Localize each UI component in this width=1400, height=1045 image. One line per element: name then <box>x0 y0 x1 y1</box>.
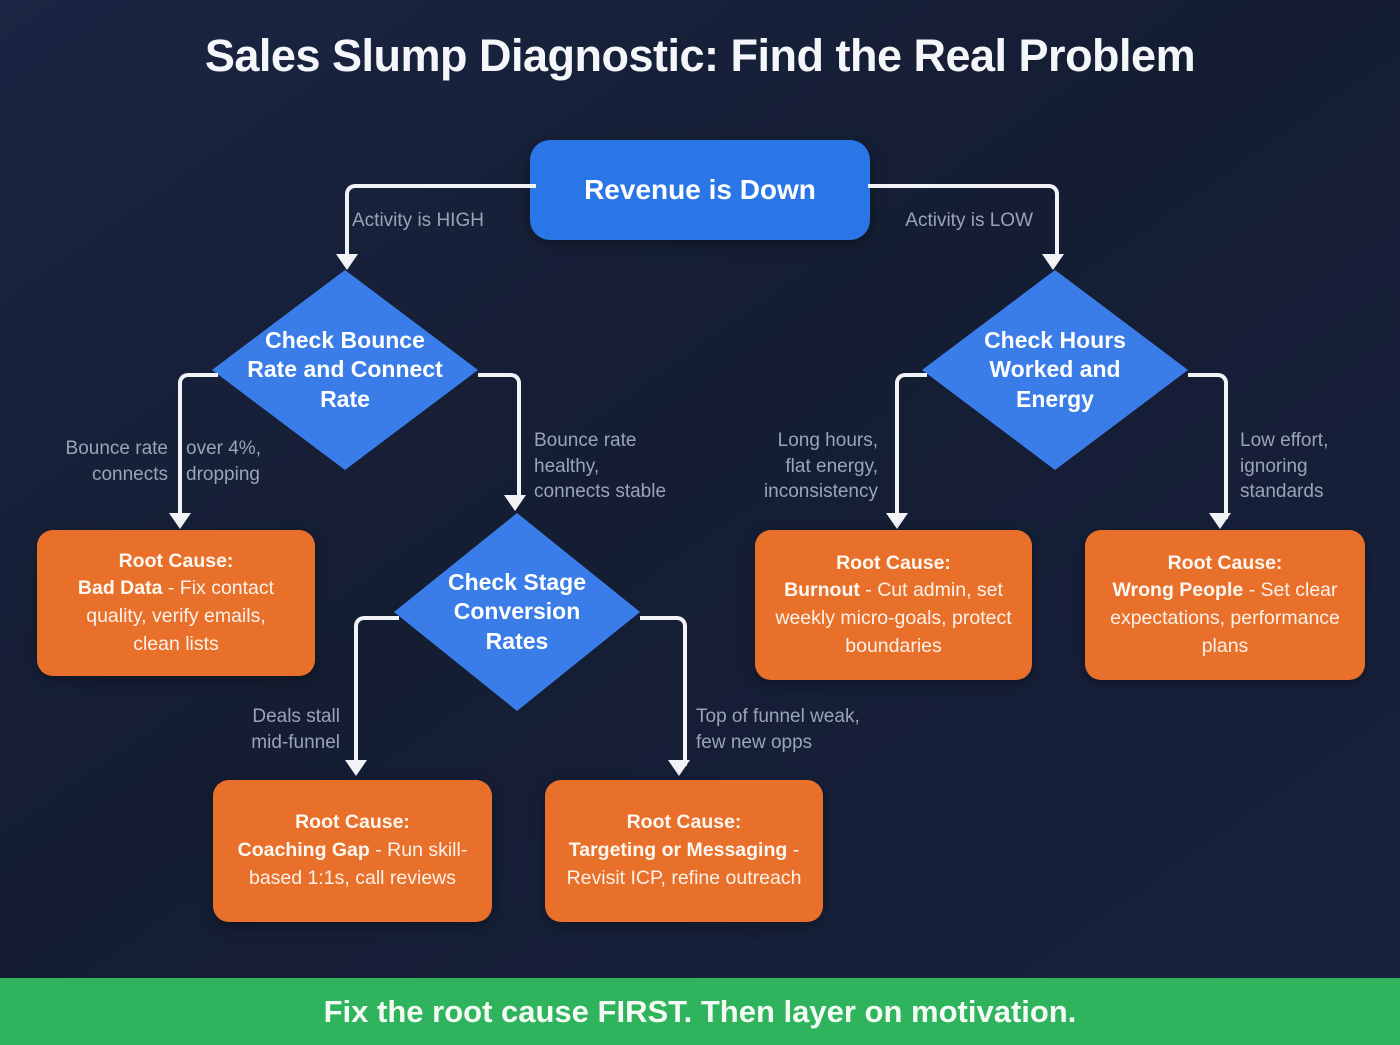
arrowhead-to-wrong-people-icon <box>1209 513 1231 529</box>
arrowhead-to-stage-icon <box>504 495 526 511</box>
connector-stage-to-targeting <box>640 616 687 766</box>
connector-revenue-to-bounce <box>345 184 536 258</box>
arrowhead-to-bad-data-icon <box>169 513 191 529</box>
outcome-targeting-messaging-body: Targeting or Messaging - Revisit ICP, re… <box>564 837 804 892</box>
connector-bounce-to-stage <box>478 373 521 501</box>
connector-hours-to-wrong-people <box>1188 373 1228 519</box>
outcome-targeting-messaging: Root Cause: Targeting or Messaging - Rev… <box>545 780 823 922</box>
edge-label-stage-coaching: Deals stall mid-funnel <box>251 706 340 753</box>
footer-banner-text: Fix the root cause FIRST. Then layer on … <box>323 993 1077 1029</box>
decision-check-stage-label: Check Stage Conversion Rates <box>447 568 587 654</box>
outcome-wrong-people-name: Wrong People <box>1112 579 1244 602</box>
connector-stage-to-coaching <box>354 616 399 766</box>
node-revenue-is-down: Revenue is Down <box>530 140 870 240</box>
arrowhead-to-burnout-icon <box>886 513 908 529</box>
edge-label-activity-low: Activity is LOW <box>905 210 1033 231</box>
outcome-targeting-messaging-detail: - Revisit ICP, refine outreach <box>566 839 802 889</box>
outcome-burnout-body: Burnout - Cut admin, set weekly micro-go… <box>767 577 1020 660</box>
outcome-targeting-messaging-heading: Root Cause: <box>626 811 742 834</box>
footer-banner: Fix the root cause FIRST. Then layer on … <box>0 978 1400 1045</box>
connector-revenue-to-hours <box>868 184 1059 258</box>
node-revenue-label: Revenue is Down <box>584 174 816 205</box>
outcome-wrong-people: Root Cause: Wrong People - Set clear exp… <box>1085 530 1365 680</box>
decision-check-hours-label: Check Hours Worked and Energy <box>984 326 1126 412</box>
outcome-wrong-people-body: Wrong People - Set clear expectations, p… <box>1098 577 1353 660</box>
outcome-coaching-gap-detail: - Run skill-based 1:1s, call reviews <box>248 839 468 889</box>
decision-check-hours-energy: Check Hours Worked and Energy <box>922 270 1188 470</box>
outcome-targeting-messaging-name: Targeting or Messaging <box>568 839 788 862</box>
edge-label-bounce-bad-left: Bounce rate connects <box>65 438 168 485</box>
edge-label-hours-wrong-people: Low effort, ignoring standards <box>1240 430 1329 503</box>
outcome-burnout-name: Burnout <box>784 579 860 602</box>
outcome-burnout: Root Cause: Burnout - Cut admin, set wee… <box>755 530 1032 680</box>
outcome-wrong-people-heading: Root Cause: <box>1167 551 1283 574</box>
arrowhead-to-bounce-icon <box>336 254 358 270</box>
outcome-bad-data-name: Bad Data <box>77 577 163 600</box>
outcome-coaching-gap-name: Coaching Gap <box>237 839 370 862</box>
edge-label-hours-burnout: Long hours, flat energy, inconsistency <box>763 430 878 503</box>
outcome-burnout-detail: - Cut admin, set weekly micro-goals, pro… <box>775 579 1012 657</box>
edge-label-bounce-stage: Bounce rate healthy, connects stable <box>534 430 667 503</box>
connector-bounce-to-bad-data <box>178 373 218 519</box>
outcome-bad-data: Root Cause: Bad Data - Fix contact quali… <box>37 530 315 676</box>
outcome-burnout-heading: Root Cause: <box>836 551 951 574</box>
edge-label-stage-targeting: Top of funnel weak, few new opps <box>696 706 860 753</box>
outcome-bad-data-body: Bad Data - Fix contact quality, verify e… <box>74 575 279 658</box>
arrowhead-to-hours-icon <box>1042 254 1064 270</box>
edge-label-activity-high: Activity is HIGH <box>352 210 484 231</box>
decision-check-stage-conversion: Check Stage Conversion Rates <box>394 513 640 711</box>
arrowhead-to-coaching-icon <box>345 760 367 776</box>
outcome-coaching-gap: Root Cause: Coaching Gap - Run skill-bas… <box>213 780 492 922</box>
outcome-bad-data-detail: - Fix contact quality, verify emails, cl… <box>86 577 275 655</box>
connector-hours-to-burnout <box>895 373 927 519</box>
outcome-bad-data-heading: Root Cause: <box>118 549 234 572</box>
arrowhead-to-targeting-icon <box>668 760 690 776</box>
outcome-coaching-gap-body: Coaching Gap - Run skill-based 1:1s, cal… <box>225 837 480 892</box>
outcome-wrong-people-detail: - Set clear expectations, performance pl… <box>1110 579 1340 657</box>
page-title: Sales Slump Diagnostic: Find the Real Pr… <box>204 30 1196 81</box>
decision-check-bounce-label: Check Bounce Rate and Connect Rate <box>247 326 443 412</box>
edge-label-bounce-bad-right: over 4%, dropping <box>186 438 261 485</box>
outcome-coaching-gap-heading: Root Cause: <box>295 811 410 834</box>
